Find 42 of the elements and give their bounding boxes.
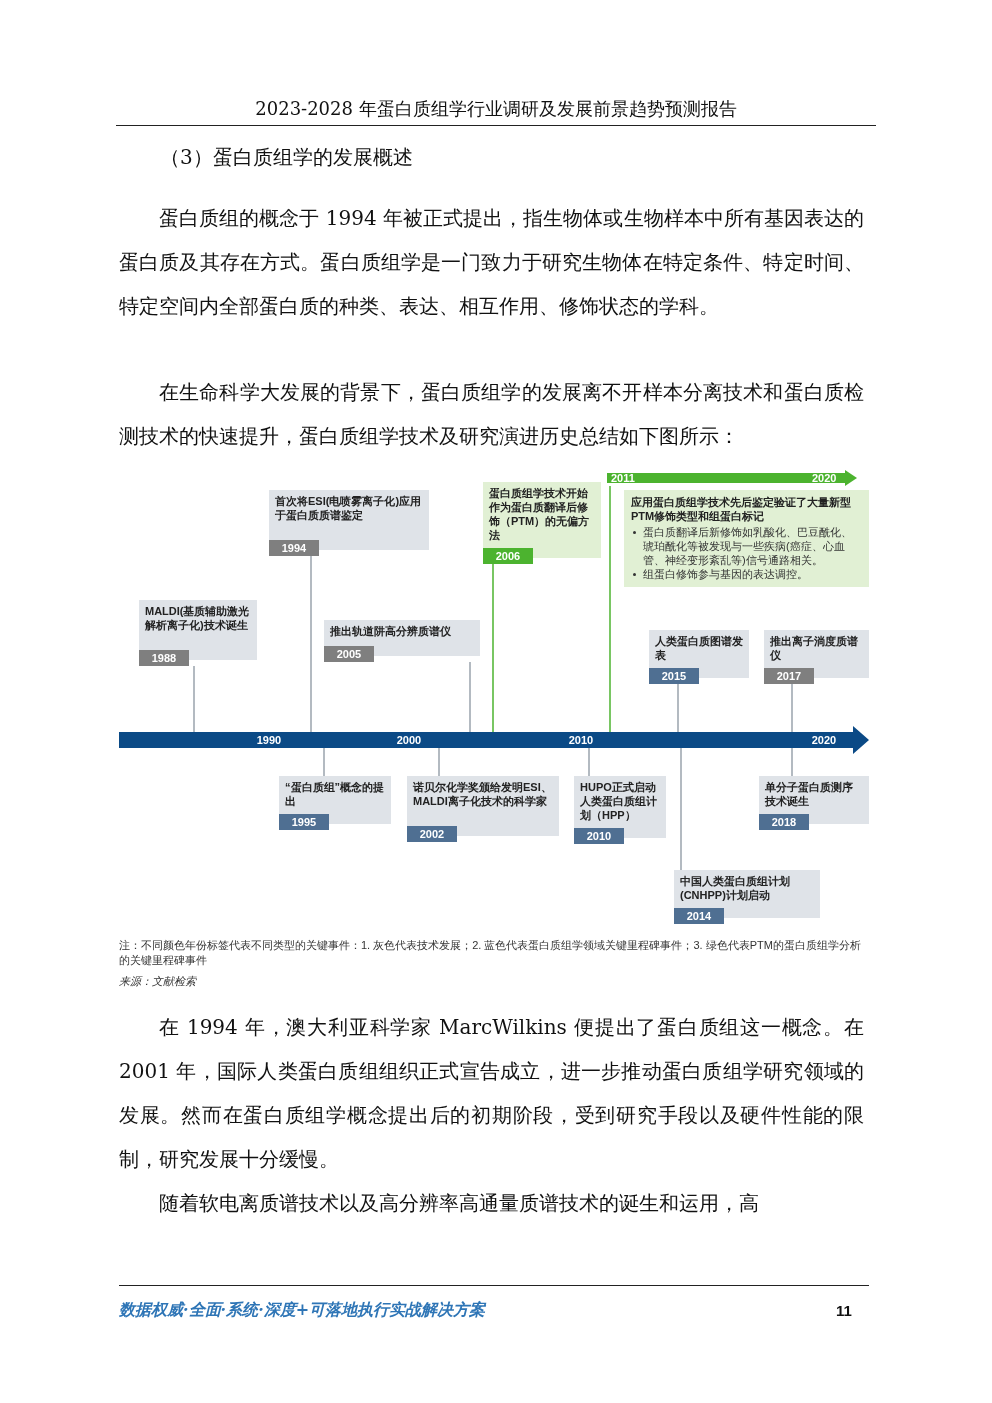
paragraph: 在 1994 年，澳大利亚科学家 MarcWilkins 便提出了蛋白质组这一概念。在 2001 年，国际人类蛋白质组组织正式宣告成立，进一步推动蛋白质组学研究领域的发展。然而在蛋白质组学概念提出后的初期阶段，受到研究手段以及硬件性能的限制，研究发展十分缓慢。 — [119, 1014, 864, 1173]
leader-line — [438, 747, 440, 777]
year-tag: 2015 — [649, 668, 699, 684]
leader-line — [323, 747, 325, 777]
paragraph: 在生命科学大发展的背景下，蛋白质组学的发展离不开样本分离技术和蛋白质检测技术的快速提升，蛋白质组学技术及研究演进历史总结如下图所示： — [119, 379, 864, 450]
section-heading: （3）蛋白质组学的发展概述 — [160, 144, 413, 171]
leader-line — [193, 665, 195, 733]
paragraph: 蛋白质组的概念于 1994 年被正式提出，指生物体或生物样本中所有基因表达的蛋白质及其存在方式。蛋白质组学是一门致力于研究生物体在特定条件、特定时间、特定空间内全部蛋白质的种类、表达、相互作用、修饰状态的学科。 — [119, 205, 864, 320]
paragraph: 随着软电离质谱技术以及高分辨率高通量质谱技术的诞生和运用，高 — [158, 1190, 760, 1217]
tick-label: 2000 — [395, 734, 423, 746]
tick-label: 2020 — [810, 734, 838, 746]
year-tag: 1995 — [279, 814, 329, 830]
year-tag: 2014 — [674, 908, 724, 924]
footer-slogan: 数据权威·全面·系统·深度+可落地执行实战解决方案 — [119, 1300, 486, 1321]
leader-line — [680, 747, 682, 871]
year-tag: 2010 — [574, 828, 624, 844]
year-tag: 1988 — [139, 650, 189, 666]
header-title: 2023-2028 年蛋白质组学行业调研及发展前景趋势预测报告 — [254, 97, 738, 121]
year-tag: 2018 — [759, 814, 809, 830]
year-tag: 2005 — [324, 646, 374, 662]
leader-line — [310, 555, 312, 733]
page-number: 11 — [836, 1302, 852, 1319]
year-tag: 2006 — [483, 548, 533, 564]
leader-line — [588, 747, 590, 777]
bullet-text: 蛋白质翻译后新修饰如乳酸化、巴豆酰化、琥珀酰化等被发现与一些疾病(癌症、心血管、神经变形紊乱等)信号通路相关。 — [643, 525, 853, 567]
tick-label: 1990 — [255, 734, 283, 746]
source-text: 来源：文献检索 — [119, 974, 196, 989]
year-tag: 2017 — [764, 668, 814, 684]
year-label: 2020 — [812, 472, 837, 484]
leader-line — [469, 661, 471, 733]
note-text: 注：不同颜色年份标签代表不同类型的关键事件：1. 灰色代表技术发展；2. 蓝色代表蛋白质组学领域关键里程碑事件；3. 绿色代表PTM的蛋白质组学分析的关键里程碑事件 — [119, 938, 862, 968]
leader-line — [791, 683, 793, 733]
year-tag: 1994 — [269, 540, 319, 556]
event-heading: 应用蛋白质组学技术先后鉴定验证了大量新型PTM修饰类型和组蛋白标记 — [631, 495, 852, 523]
tick-label: 2010 — [567, 734, 595, 746]
bullet-text: 组蛋白修饰参与基因的表达调控。 — [643, 567, 809, 581]
leader-line — [492, 563, 494, 733]
leader-line — [609, 485, 611, 733]
leader-line — [791, 747, 793, 777]
year-tag: 2002 — [407, 826, 457, 842]
year-label: 2011 — [611, 472, 635, 484]
leader-line — [677, 683, 679, 733]
